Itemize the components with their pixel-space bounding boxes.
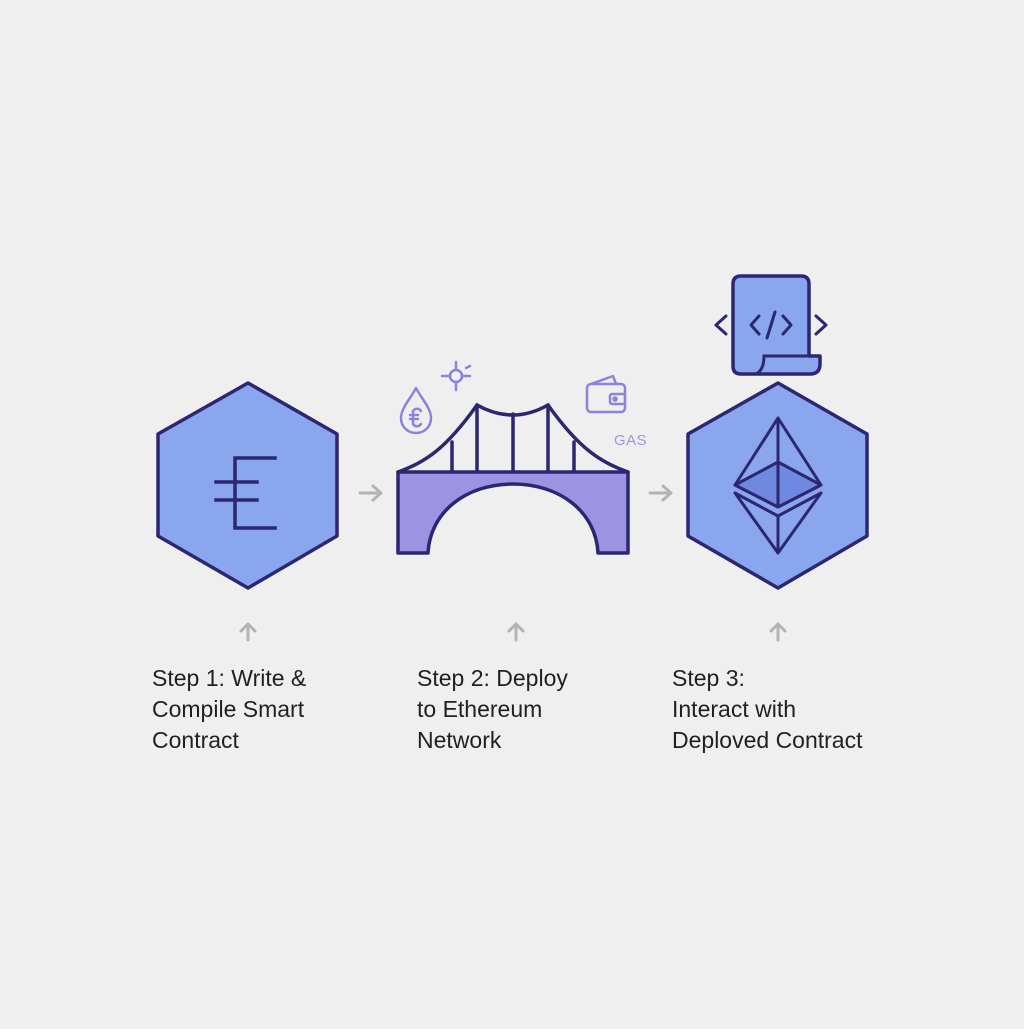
step-3-label-line: Interact with [672,696,796,722]
step-1-label: Step 1: Write & Compile Smart Contract [152,663,306,756]
step-2-label-line: Network [417,727,502,753]
code-scroll-icon [714,274,828,376]
step-1-label-line: Contract [152,727,239,753]
euro-icon [214,456,277,530]
ethereum-icon [733,416,823,555]
step-3-label-line: Deploved Contract [672,727,863,753]
step-1-node [156,381,339,590]
arrow-step2-to-step3 [648,484,673,502]
bridge-icon [396,403,630,555]
up-arrow-step-1 [239,622,257,642]
step-2-label-line: Step 2: Deploy [417,665,568,691]
step-3-label-line: Step 3: [672,665,745,691]
wallet-icon [585,374,627,414]
arrow-step1-to-step2 [358,484,383,502]
step-3-node [686,381,869,590]
step-3-label: Step 3: Interact with Deploved Contract [672,663,863,756]
node-icon [440,360,472,392]
gas-label: GAS [614,432,647,449]
up-arrow-step-3 [769,622,787,642]
step-1-label-line: Compile Smart [152,696,305,722]
step-2-label: Step 2: Deploy to Ethereum Network [417,663,568,756]
step-2-label-line: to Ethereum [417,696,543,722]
gas-drop-icon [399,386,433,435]
up-arrow-step-2 [507,622,525,642]
step-1-label-line: Step 1: Write & [152,665,307,691]
